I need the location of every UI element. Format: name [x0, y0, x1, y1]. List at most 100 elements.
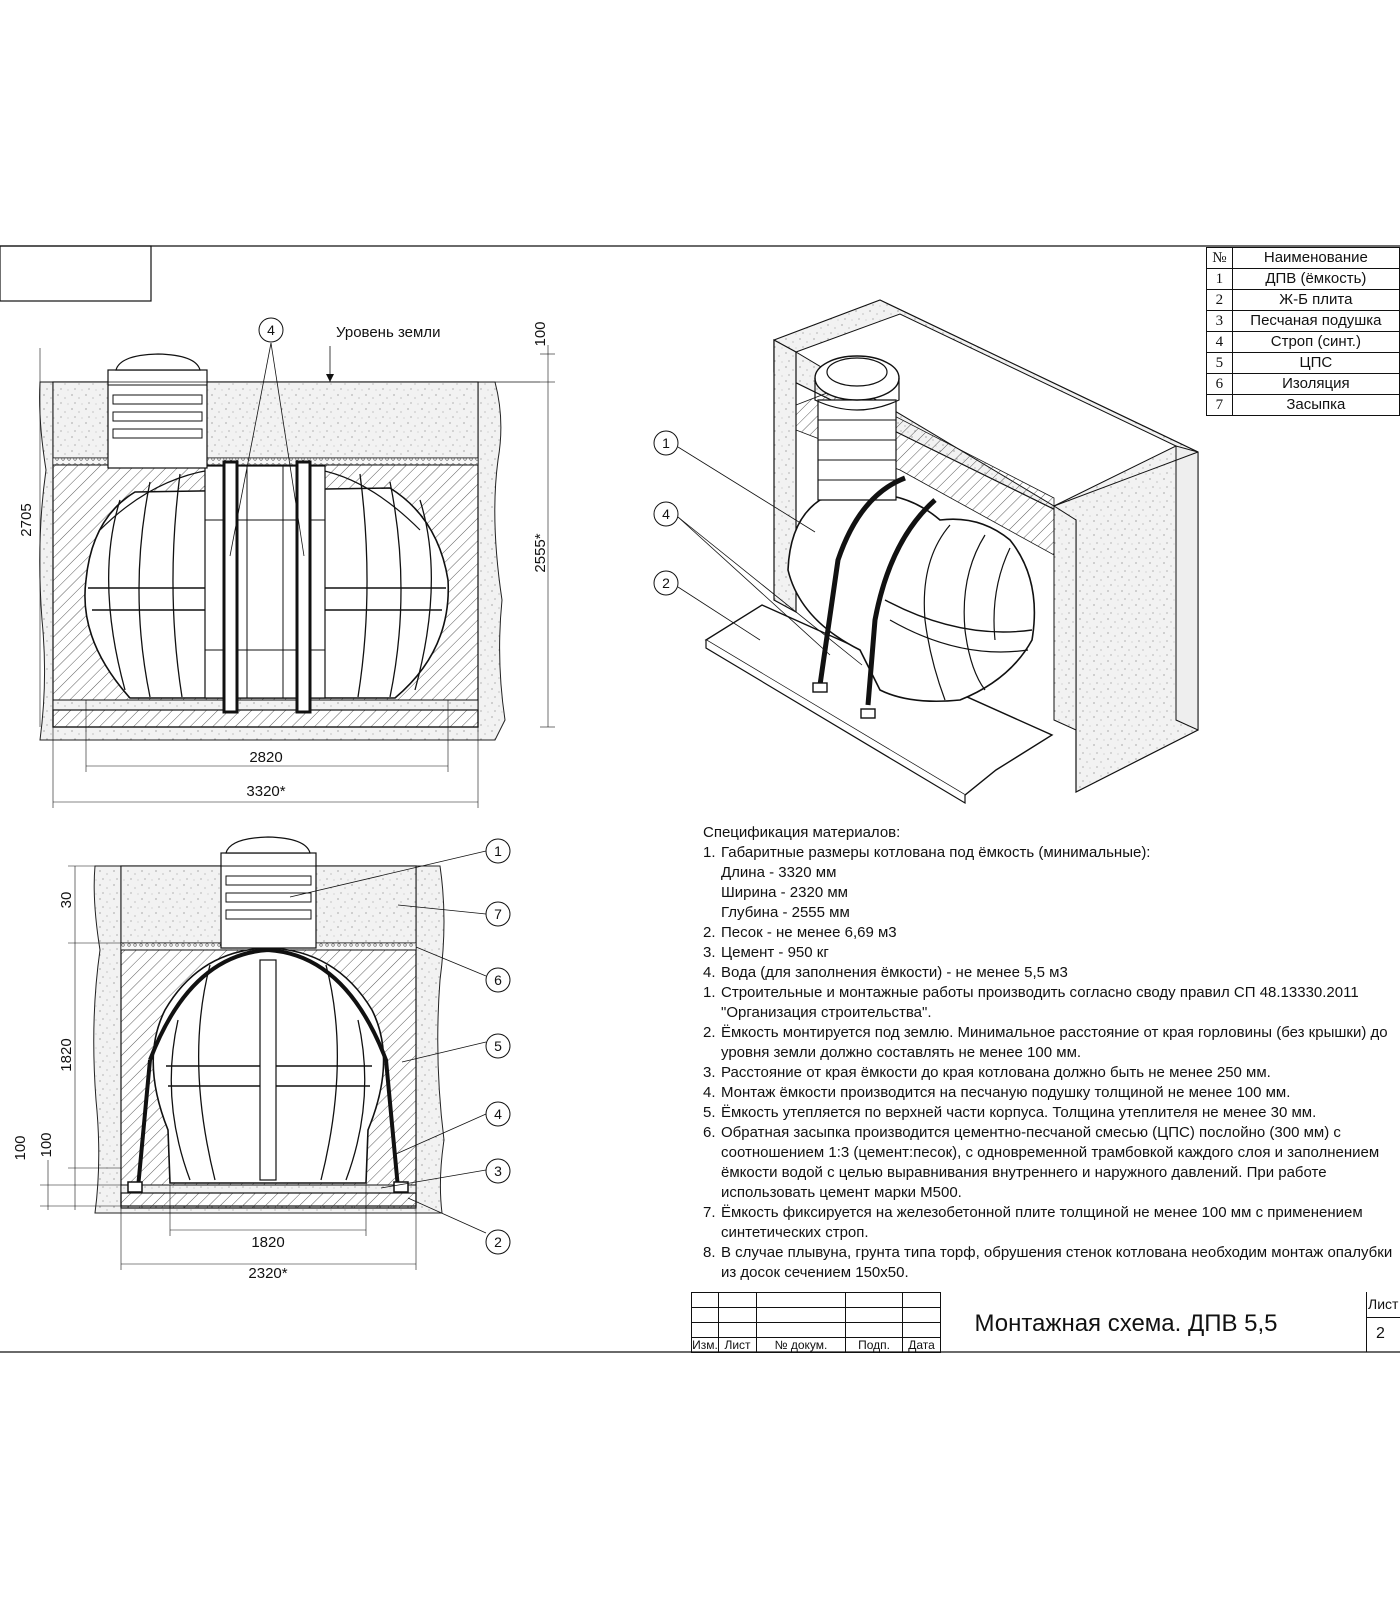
ground-level-label: Уровень земли: [336, 324, 440, 341]
sheet-number: 2: [1376, 1325, 1385, 1342]
sheet-label: Лист: [1368, 1296, 1399, 1312]
dim-side-100-b: 100: [38, 1132, 55, 1157]
part-no: 1: [1206, 268, 1233, 290]
dim-front-2820: 2820: [249, 749, 282, 766]
part-no: 4: [1206, 331, 1233, 353]
list-item: 4. Вода (для заполнения ёмкости) - не мен…: [703, 963, 1393, 983]
dim-front-2555: 2555*: [532, 533, 549, 572]
list-item: 3.Расстояние от края ёмкости до края кот…: [703, 1063, 1393, 1083]
drawing-title: Монтажная схема. ДПВ 5,5: [974, 1310, 1278, 1337]
item-number: 7.: [703, 1204, 716, 1221]
spec-header: Спецификация материалов:: [703, 824, 901, 841]
item-text: Песок - не менее 6,69 м3: [721, 924, 897, 941]
parts-header-no: №: [1206, 247, 1233, 269]
dim-front-100: 100: [532, 321, 549, 346]
col-date: Дата: [902, 1337, 941, 1353]
dim-front-3320: 3320*: [246, 783, 285, 800]
item-number: 1.: [703, 984, 716, 1001]
item-number: 8.: [703, 1244, 716, 1261]
item-text: Строительные и монтажные работы производ…: [721, 984, 1359, 1021]
list-item: 1. Строительные и монтажные работы произв…: [703, 983, 1393, 1023]
spec-notes: Спецификация материалов: 1. Габаритные ра…: [703, 823, 1393, 1283]
col-sign: Подп.: [845, 1337, 903, 1353]
spec-list: 1. Габаритные размеры котлована под ёмкос…: [703, 843, 1393, 1283]
part-name: Строп (синт.): [1231, 331, 1400, 353]
drawing-labels: Уровень земли 4 100 2705 2555* 2820 3320…: [12, 321, 670, 1282]
item-number: 3.: [703, 944, 716, 961]
callout-side-6: 6: [494, 972, 502, 988]
col-doc-no: № докум.: [756, 1337, 846, 1353]
item-text: В случае плывуна, грунта типа торф, обру…: [721, 1244, 1393, 1281]
list-item: 2.Песок - не менее 6,69 м3: [703, 923, 1393, 943]
part-name: Ж-Б плита: [1231, 289, 1400, 311]
item-text: Ёмкость монтируется под землю. Минимальн…: [721, 1024, 1388, 1061]
part-no: 2: [1206, 289, 1233, 311]
item-number: 5.: [703, 1104, 716, 1121]
list-item: 7. Ёмкость фиксируется на железобетонной …: [703, 1203, 1393, 1243]
col-list: Лист: [718, 1337, 757, 1353]
callout-side-3: 3: [494, 1163, 502, 1179]
item-number: 4.: [703, 964, 716, 981]
list-item: 3. Цемент - 950 кг: [703, 943, 1393, 963]
item-text: Вода (для заполнения ёмкости) - не менее…: [721, 964, 1068, 981]
item-number: 1.: [703, 844, 716, 861]
list-item: 6. Обратная засыпка производится цементно…: [703, 1123, 1393, 1203]
item-text: Цемент - 950 кг: [721, 944, 829, 961]
callout-side-7: 7: [494, 906, 502, 922]
item-text: Обратная засыпка производится цементно-п…: [721, 1124, 1380, 1201]
callout-iso-2: 2: [662, 575, 670, 591]
part-name: Песчаная подушка: [1231, 310, 1400, 332]
dim-side-30: 30: [58, 892, 75, 909]
dim-front-2705: 2705: [18, 503, 35, 536]
item-text: Длина - 3320 мм: [721, 864, 837, 881]
item-text: Ширина - 2320 мм: [721, 884, 848, 901]
dim-side-1820-vertical: 1820: [58, 1038, 75, 1071]
dim-side-1820-horizontal: 1820: [251, 1234, 284, 1251]
dim-side-100-a: 100: [12, 1135, 29, 1160]
item-number: 2.: [703, 1024, 716, 1041]
item-text: Расстояние от края ёмкости до края котло…: [721, 1064, 1271, 1081]
part-no: 6: [1206, 373, 1233, 395]
side-view: [40, 836, 511, 1270]
item-text: Габаритные размеры котлована под ёмкость…: [721, 844, 1151, 861]
part-name: Изоляция: [1231, 373, 1400, 395]
part-name: ДПВ (ёмкость): [1231, 268, 1400, 290]
list-item: Длина - 3320 мм: [703, 863, 1393, 883]
front-view: [39, 317, 555, 808]
list-item: 4.Монтаж ёмкости производится на песчану…: [703, 1083, 1393, 1103]
list-item: Ширина - 2320 мм: [703, 883, 1393, 903]
item-number: 6.: [703, 1124, 716, 1141]
list-item: 8. В случае плывуна, грунта типа торф, об…: [703, 1243, 1393, 1283]
revision-table: Изм. Лист № докум. Подп. Дата: [691, 1292, 941, 1353]
list-item: 5. Ёмкость утепляется по верхней части ко…: [703, 1103, 1393, 1123]
parts-header-name: Наименование: [1231, 247, 1400, 269]
isometric-view: [653, 299, 1199, 805]
part-no: 5: [1206, 352, 1233, 374]
callout-side-1: 1: [494, 843, 502, 859]
part-no: 3: [1206, 310, 1233, 332]
sheet-divider: [1366, 1317, 1400, 1318]
callout-side-5: 5: [494, 1038, 502, 1054]
list-item: Глубина - 2555 мм: [703, 903, 1393, 923]
part-name: Засыпка: [1231, 394, 1400, 416]
callout-side-2: 2: [494, 1234, 502, 1250]
item-text: Ёмкость утепляется по верхней части корп…: [721, 1104, 1317, 1121]
part-no: 7: [1206, 394, 1233, 416]
item-text: Ёмкость фиксируется на железобетонной пл…: [721, 1204, 1363, 1241]
callout-iso-4: 4: [662, 506, 670, 522]
col-izm: Изм.: [691, 1337, 719, 1353]
part-name: ЦПС: [1231, 352, 1400, 374]
dim-side-2320: 2320*: [248, 1265, 287, 1282]
title-block: Изм. Лист № докум. Подп. Дата Монтажная …: [691, 1292, 1400, 1353]
sheet-box: [1366, 1292, 1400, 1352]
item-text: Монтаж ёмкости производится на песчаную …: [721, 1084, 1291, 1101]
list-item: 2. Ёмкость монтируется под землю. Минимал…: [703, 1023, 1393, 1063]
